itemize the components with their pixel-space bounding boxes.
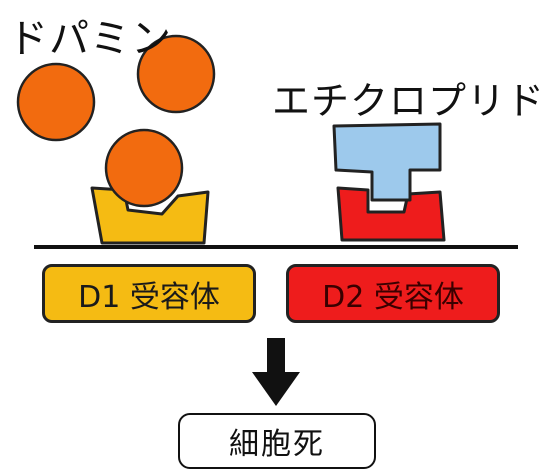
arrow-head-icon [252,372,300,406]
dopamine-molecule-1 [16,62,96,142]
cell-death-box: 細胞死 [178,413,376,469]
d1-receptor-box: D1 受容体 [42,264,256,323]
ethiclopride-label: エチクロプリド [272,79,540,123]
dopamine-label: ドパミン [8,16,172,62]
dopamine-molecule-3 [104,128,184,208]
d2-receptor-box: D2 受容体 [286,264,500,323]
ethiclopride-molecule [332,122,442,202]
dopamine-molecule-2 [136,34,216,114]
cell-death-label: 細胞死 [229,427,325,462]
arrow-shaft [267,338,285,374]
d1-receptor-label: D1 受容体 [78,279,220,315]
d2-receptor-label: D2 受容体 [322,279,464,315]
